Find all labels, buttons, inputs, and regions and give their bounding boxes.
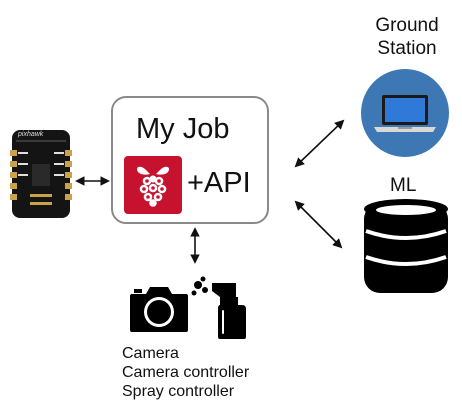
api-label: +API [187,167,251,199]
my-job-box [111,96,269,224]
pixhawk-brand-text: pixhawk [18,131,44,138]
ground-station-label-line1: Ground [375,15,439,36]
arrow-job-to-ground-station [294,119,345,168]
peripheral-camera-controller-label: Camera controller [122,364,250,381]
ground-station-label: Ground Station [362,14,452,60]
ml-label: ML [390,175,417,196]
raspberry-pi-icon [123,155,183,215]
pixhawk-board-icon [10,128,72,220]
spray-can-icon [190,275,252,341]
ground-station-label-line2: Station [377,38,437,59]
peripheral-spray-controller-label: Spray controller [122,383,235,400]
arrow-job-to-ml [294,200,343,249]
peripheral-list: Camera Camera controller Spray controlle… [122,344,249,401]
my-job-title: My Job [136,113,230,145]
database-icon [362,197,450,297]
peripheral-camera-label: Camera [122,345,179,362]
camera-icon [128,282,190,334]
laptop-icon [360,68,450,158]
